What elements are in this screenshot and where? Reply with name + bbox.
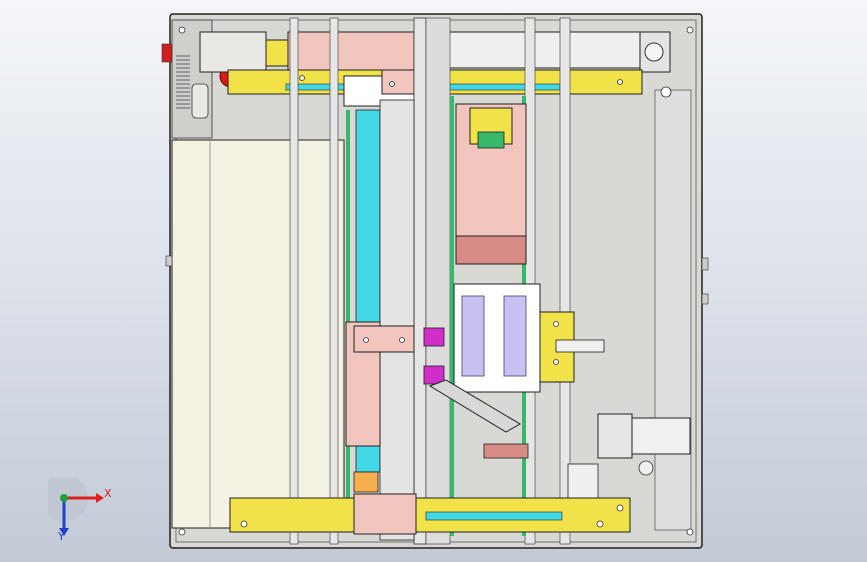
handle: [191, 83, 209, 119]
bottom-right-bracket: [567, 463, 599, 499]
side-latch-right: [701, 257, 709, 271]
top-carriage-plate: [287, 31, 415, 73]
column-profile-4: [524, 17, 536, 545]
column-profile-1: [289, 17, 299, 545]
x-axis-arrowhead: [96, 493, 104, 503]
triad-halo: [48, 478, 88, 522]
bottom-motor-pulley: [638, 460, 654, 476]
heatsink-fins: [176, 55, 190, 109]
side-latch-left: [165, 255, 173, 267]
magenta-gripper-upper: [423, 327, 445, 347]
end-bearing: [644, 42, 664, 62]
column-profile-5: [559, 17, 571, 545]
gripper-mount-plate: [353, 325, 415, 353]
side-cover-panel: [171, 139, 345, 529]
coordinate-triad: [48, 478, 104, 536]
column-profile-3: [413, 17, 427, 545]
orange-stop-block: [353, 471, 379, 493]
green-rail-vertical-axis: [346, 110, 350, 530]
green-rail-left: [450, 96, 454, 536]
pneumatic-cylinder: [555, 339, 605, 353]
hopper-green-sensor: [477, 131, 505, 149]
right-side-plate: [654, 89, 692, 531]
chute-exit-block: [483, 443, 529, 459]
bottom-motor-flange: [597, 413, 633, 459]
top-slider-cap: [381, 69, 415, 95]
bottom-cyan-rail: [425, 511, 563, 521]
bottom-slider-block: [353, 493, 417, 535]
diagonal-chute: [428, 379, 521, 433]
center-column: [425, 17, 451, 545]
y-axis-label: Y: [58, 530, 65, 543]
top-motor: [199, 31, 267, 73]
lavender-part-left: [461, 295, 485, 377]
vertical-axis-housing: [379, 99, 415, 541]
magenta-gripper-lower: [423, 365, 445, 385]
motor-coupler: [265, 39, 289, 67]
side-latch-right-lower: [701, 293, 709, 305]
lavender-part-right: [503, 295, 527, 377]
hopper-base: [455, 235, 527, 265]
bolt-holes: [178, 26, 694, 536]
axis-origin: [60, 494, 68, 502]
indicator-light: [161, 43, 173, 63]
y-axis-arrowhead: [59, 528, 69, 536]
column-profile-2: [329, 17, 339, 545]
bottom-motor-body: [631, 417, 691, 455]
x-axis-label: X: [104, 487, 112, 500]
